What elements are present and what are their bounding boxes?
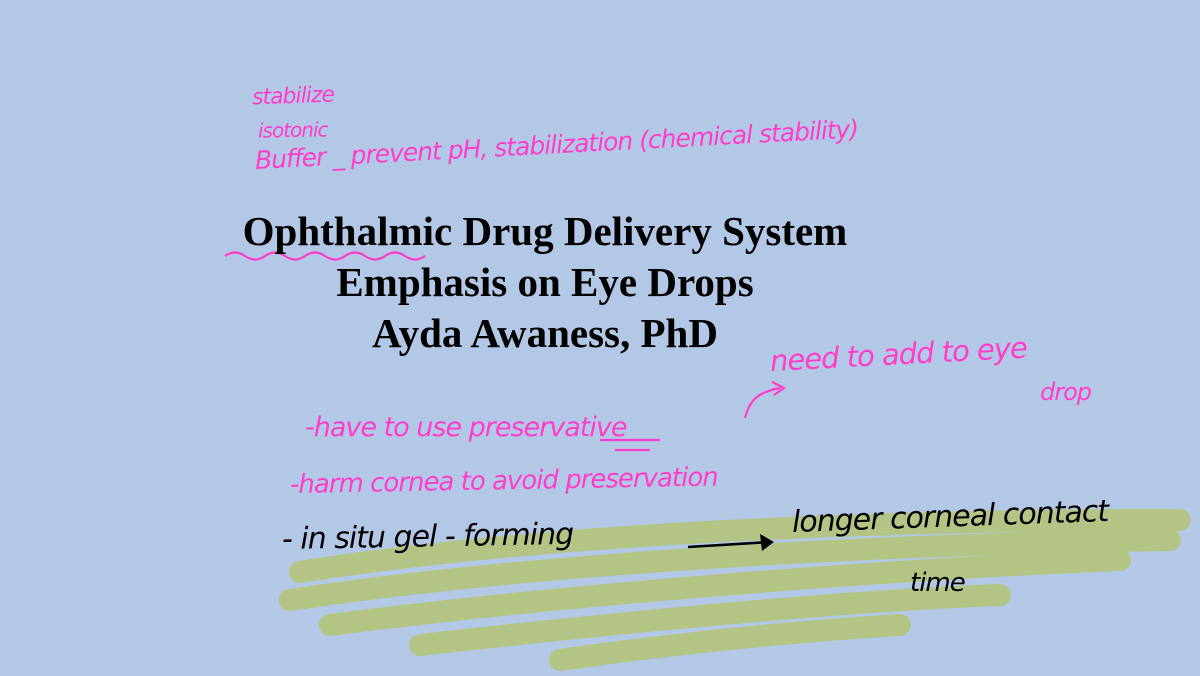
annotation-drop: drop [1040,378,1092,406]
highlighter-strokes [279,509,1191,671]
annotation-in-situ-gel: - in situ gel - forming [281,516,574,557]
pink-arrow [743,386,781,419]
highlighter-stroke [319,549,1131,636]
highlighter-stroke [279,529,1181,611]
title-line-3: Ayda Awaness, PhD [372,310,718,356]
slide-title: Ophthalmic Drug Delivery System Emphasis… [150,206,940,359]
highlighter-stroke [289,509,1191,583]
title-line-1: Ophthalmic Drug Delivery System [242,208,848,254]
wavy-underline [224,251,426,261]
annotation-preservative: -have to use preservative [305,412,627,443]
black-arrow-head [760,534,774,551]
annotation-isotonic: isotonic [257,117,328,143]
highlighter-stroke [549,614,911,671]
black-arrow [687,540,771,549]
annotation-time: time [910,568,966,598]
annotation-stabilize: stabilize [251,82,335,111]
highlighter-stroke [409,584,1011,656]
title-line-2: Emphasis on Eye Drops [336,259,754,305]
pink-arrow-head [771,381,787,396]
